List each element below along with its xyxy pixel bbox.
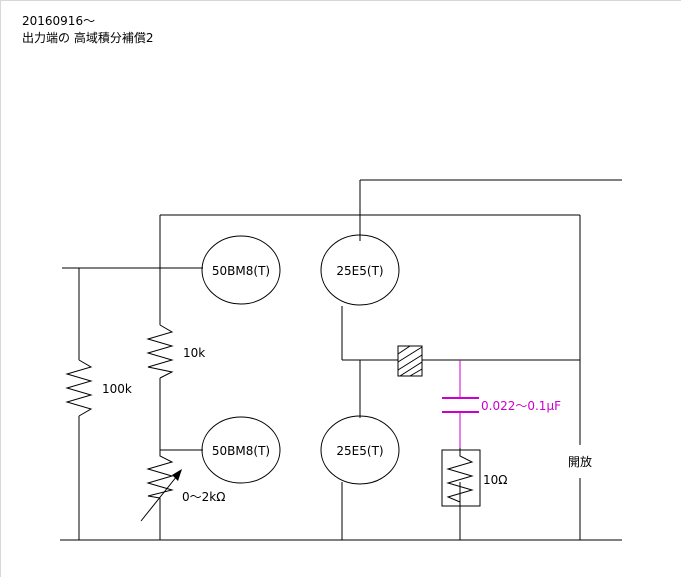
resistor-10k-label: 10k bbox=[183, 346, 205, 360]
tube-lower-left-label: 50BM8(T) bbox=[212, 444, 270, 458]
frame-left-border bbox=[0, 0, 1, 577]
wiring bbox=[60, 179, 622, 541]
capacitor: 0.022～0.1μF bbox=[442, 360, 561, 448]
tube-upper-right-label: 25E5(T) bbox=[336, 264, 383, 278]
resistor-10ohm: 10Ω bbox=[441, 448, 507, 540]
choke-coil bbox=[397, 345, 423, 377]
tube-upper-right: 25E5(T) bbox=[320, 234, 400, 306]
page-title: 出力端の 高域積分補償2 bbox=[22, 31, 154, 45]
tube-lower-left: 50BM8(T) bbox=[201, 416, 281, 484]
open-label: 開放 bbox=[568, 454, 592, 469]
variable-resistor-label: 0～2kΩ bbox=[182, 490, 225, 504]
capacitor-label: 0.022～0.1μF bbox=[481, 399, 561, 413]
date-label: 20160916～ bbox=[22, 14, 96, 28]
tube-lower-right: 25E5(T) bbox=[320, 415, 400, 485]
frame-top-border bbox=[0, 0, 681, 1]
tube-upper-left: 50BM8(T) bbox=[201, 235, 281, 305]
arrow-head-icon bbox=[172, 469, 182, 481]
tube-lower-right-label: 25E5(T) bbox=[336, 444, 383, 458]
resistor-10k: 10k bbox=[146, 324, 205, 379]
resistor-100k-label: 100k bbox=[102, 382, 132, 396]
variable-resistor: 0～2kΩ bbox=[140, 450, 225, 522]
resistor-10ohm-label: 10Ω bbox=[483, 473, 507, 487]
resistor-100k: 100k bbox=[65, 359, 132, 417]
variable-resistor-arrow bbox=[140, 470, 182, 522]
tube-upper-left-label: 50BM8(T) bbox=[212, 264, 270, 278]
